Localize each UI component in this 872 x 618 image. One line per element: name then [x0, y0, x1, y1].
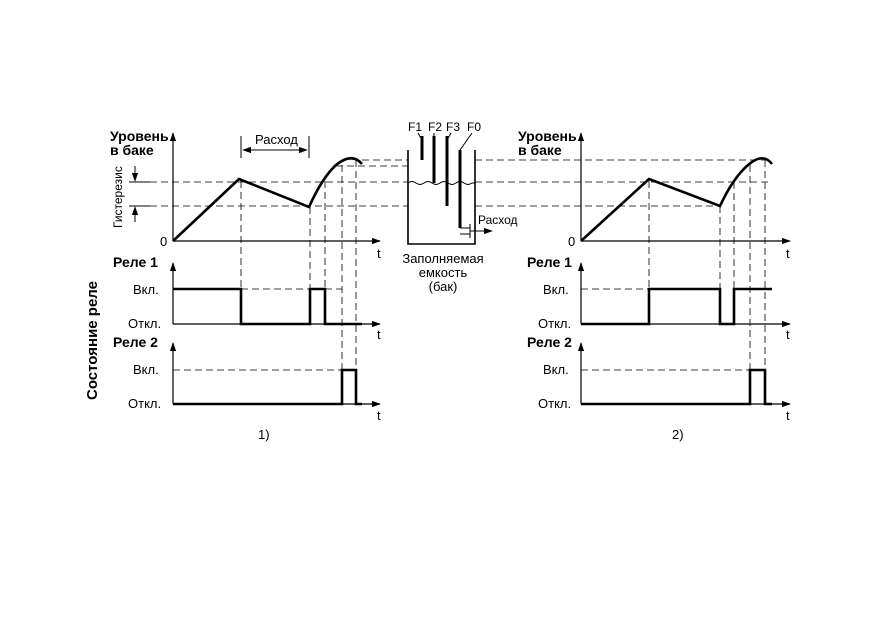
- level-title-line2: в баке: [110, 142, 154, 158]
- tank-liquid-surface: [407, 181, 475, 185]
- tank-diagram: F1 F2 F3 F0 Расход Заполняемая емкость (…: [402, 120, 517, 294]
- relay2-signal: [173, 368, 362, 406]
- origin-label: 0: [568, 234, 575, 249]
- relay2-off-label: Откл.: [128, 396, 161, 411]
- consumption-label: Расход: [255, 132, 298, 147]
- relay2-on-label: Вкл.: [543, 362, 569, 377]
- relay1-on-label: Вкл.: [543, 282, 569, 297]
- tank-name-line1: Заполняемая: [402, 251, 483, 266]
- electrode-f1-lead: [417, 132, 423, 141]
- relay2-on-label: Вкл.: [133, 362, 159, 377]
- level-curve: [172, 156, 363, 242]
- time-label: t: [786, 246, 790, 261]
- relay1-off-label: Откл.: [128, 316, 161, 331]
- electrode-f1-label: F1: [408, 120, 422, 134]
- electrode-f2-label: F2: [428, 120, 442, 134]
- electrode-f0-label: F0: [467, 120, 481, 134]
- relay1-off-label: Откл.: [538, 316, 571, 331]
- relay1-on-label: Вкл.: [133, 282, 159, 297]
- level-title-line1: Уровень: [518, 128, 577, 144]
- electrode-f3-label: F3: [446, 120, 460, 134]
- relay2-signal: [581, 368, 772, 406]
- relay1-time-label: t: [786, 327, 790, 342]
- relay1-signal: [581, 287, 772, 326]
- level-curve: [580, 156, 774, 242]
- tank-name-line2: емкость: [419, 265, 468, 280]
- level-title-line2: в баке: [518, 142, 562, 158]
- relay1-signal: [173, 287, 362, 326]
- tank-name-line3: (бак): [429, 279, 458, 294]
- caption-1: 1): [258, 427, 270, 442]
- relay1-time-label: t: [377, 327, 381, 342]
- diagram-2: Уровень в баке 0 t Реле 1 Вкл. Откл. t Р…: [518, 128, 791, 442]
- hysteresis-label: Гистерезис: [111, 166, 125, 228]
- relay2-off-label: Откл.: [538, 396, 571, 411]
- relay2-time-label: t: [786, 408, 790, 423]
- caption-2: 2): [672, 427, 684, 442]
- outflow-label: Расход: [478, 213, 518, 227]
- electrode-f0-lead: [459, 132, 473, 151]
- diagram-1: Уровень в баке 0 t Гистерезис Расход Рел…: [110, 128, 381, 442]
- origin-label: 0: [160, 234, 167, 249]
- level-title-line1: Уровень: [110, 128, 169, 144]
- relay-state-label: Состояние реле: [84, 281, 101, 400]
- relay2-time-label: t: [377, 408, 381, 423]
- relay2-title: Реле 2: [113, 334, 158, 350]
- tank-body: [407, 150, 476, 245]
- level-guides: [150, 159, 770, 207]
- time-label: t: [377, 246, 381, 261]
- relay2-title: Реле 2: [527, 334, 572, 350]
- relay1-title: Реле 1: [527, 254, 572, 270]
- relay1-title: Реле 1: [113, 254, 158, 270]
- electrode-f3-lead: [446, 132, 452, 141]
